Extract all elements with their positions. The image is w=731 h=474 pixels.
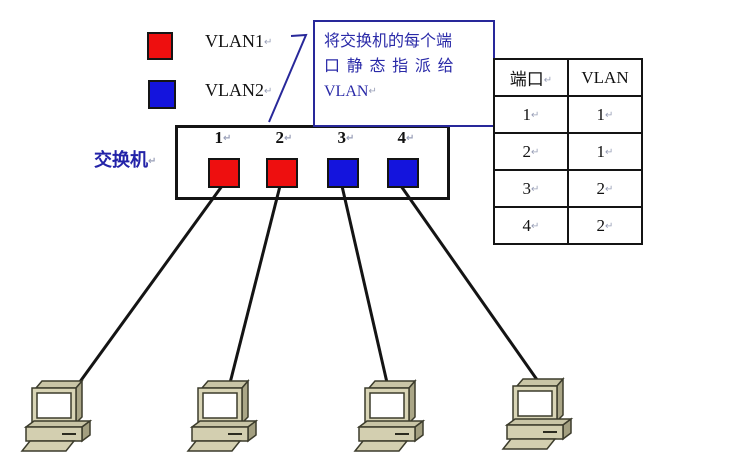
return-mark: ↵: [605, 109, 614, 121]
table-header-vlan-text: VLAN: [581, 67, 629, 87]
legend-swatch-vlan1: [147, 32, 173, 60]
cell-text: 2: [522, 141, 532, 161]
table-cell-vlan: 2↵: [567, 206, 643, 245]
callout-leader-line: [268, 33, 308, 123]
cell-text: 4: [522, 215, 532, 235]
link-port3-pc3: [340, 185, 390, 388]
computer-4: [502, 378, 572, 450]
return-mark: ↵: [223, 133, 232, 144]
port-1-number: 1↵: [206, 128, 240, 148]
link-port4-pc4: [399, 185, 542, 385]
return-mark: ↵: [605, 183, 614, 195]
computer-2: [187, 380, 257, 452]
port-4-square: [387, 158, 419, 188]
port-2-number: 2↵: [267, 128, 301, 148]
legend-label-vlan2: VLAN2↵: [205, 80, 272, 101]
return-mark: ↵: [148, 156, 157, 167]
port-1-square: [208, 158, 240, 188]
port-3-number-text: 3: [337, 128, 347, 147]
callout-note: 将交换机的每个端 口静态指派给 VLAN↵: [313, 20, 495, 127]
table-cell-port: 3↵: [493, 169, 569, 208]
callout-line-2: 口静态指派给: [324, 58, 461, 75]
legend-label-vlan2-text: VLAN2: [205, 80, 264, 100]
return-mark: ↵: [531, 183, 540, 195]
return-mark: ↵: [605, 220, 614, 232]
table-row: 3↵ 2↵: [493, 169, 643, 208]
table-cell-port: 4↵: [493, 206, 569, 245]
table-cell-port: 2↵: [493, 132, 569, 171]
port-4-number: 4↵: [389, 128, 423, 148]
cell-text: 1: [522, 104, 532, 124]
table-header-vlan: VLAN: [567, 58, 643, 97]
link-port1-pc1: [72, 185, 224, 391]
table-row: 2↵ 1↵: [493, 132, 643, 171]
network-links: [72, 185, 542, 391]
computer-3: [354, 380, 424, 452]
return-mark: ↵: [368, 86, 377, 97]
cell-text: 1: [596, 141, 606, 161]
legend-label-vlan1-text: VLAN1: [205, 31, 264, 51]
return-mark: ↵: [346, 133, 355, 144]
cell-text: 1: [596, 104, 606, 124]
return-mark: ↵: [543, 75, 553, 86]
switch-label: 交换机↵: [94, 146, 156, 172]
callout-line-3: VLAN↵: [324, 79, 484, 104]
port-4-number-text: 4: [397, 128, 407, 147]
table-header-port-text: 端口: [509, 70, 544, 89]
switch-box: [175, 125, 450, 200]
return-mark: ↵: [531, 220, 540, 232]
legend-swatch-vlan2: [148, 80, 176, 109]
cell-text: 2: [596, 215, 606, 235]
port-3-number: 3↵: [329, 128, 363, 148]
return-mark: ↵: [284, 133, 293, 144]
return-mark: ↵: [605, 146, 614, 158]
computer-1: [21, 380, 91, 452]
table-cell-vlan: 2↵: [567, 169, 643, 208]
legend-label-vlan1: VLAN1↵: [205, 31, 272, 52]
return-mark: ↵: [264, 86, 273, 97]
callout-line-1: 将交换机的每个端: [324, 33, 453, 50]
return-mark: ↵: [264, 37, 273, 48]
port-3-square: [327, 158, 359, 188]
port-1-number-text: 1: [214, 128, 224, 147]
table-header-port: 端口↵: [493, 58, 569, 97]
table-cell-vlan: 1↵: [567, 132, 643, 171]
cell-text: 3: [522, 178, 532, 198]
table-cell-vlan: 1↵: [567, 95, 643, 134]
return-mark: ↵: [531, 146, 540, 158]
port-vlan-table: 端口↵ VLAN 1↵ 1↵ 2↵ 1↵ 3↵ 2↵ 4↵ 2↵: [493, 58, 643, 245]
table-row: 1↵ 1↵: [493, 95, 643, 134]
switch-label-text: 交换机: [94, 150, 148, 170]
port-2-square: [266, 158, 298, 188]
return-mark: ↵: [531, 109, 540, 121]
port-2-number-text: 2: [275, 128, 285, 147]
link-port2-pc2: [227, 185, 282, 388]
table-row: 4↵ 2↵: [493, 206, 643, 245]
cell-text: 2: [596, 178, 606, 198]
return-mark: ↵: [406, 133, 415, 144]
callout-line-3-text: VLAN: [324, 83, 369, 100]
table-header-row: 端口↵ VLAN: [493, 58, 643, 97]
table-cell-port: 1↵: [493, 95, 569, 134]
